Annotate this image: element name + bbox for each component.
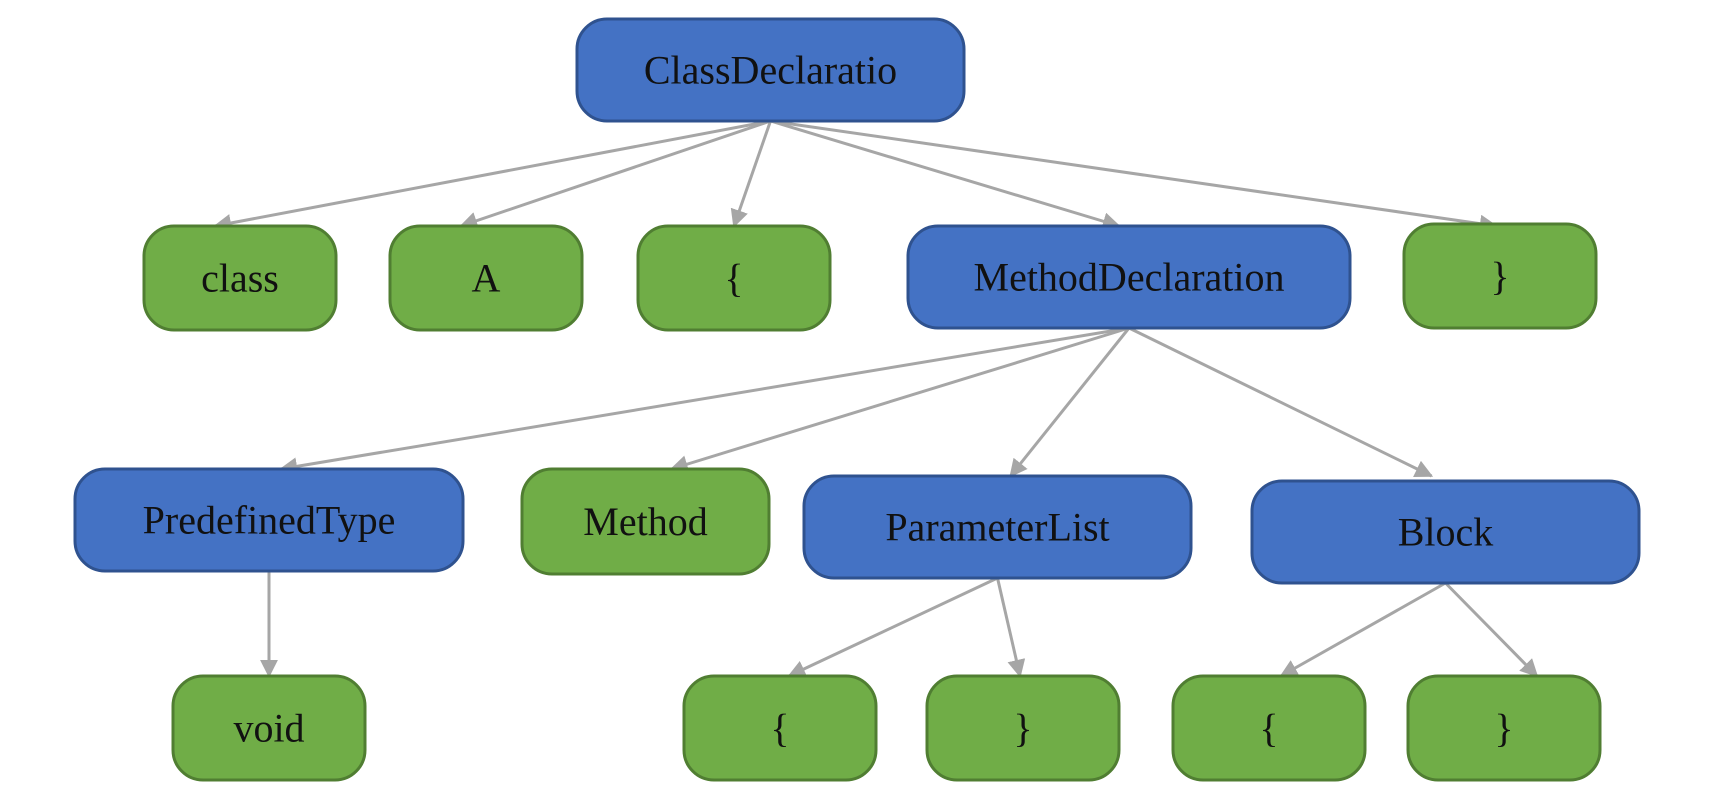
node-block: Block: [1250, 479, 1641, 585]
node-label-identifier-a: A: [472, 256, 501, 301]
node-label-param-close-brace: }: [1013, 706, 1032, 751]
edge-method_declaration-to-parameter_list: [1009, 327, 1131, 478]
node-box-param-open-brace: [682, 674, 878, 782]
node-box-method-declaration: [906, 224, 1352, 330]
edge-parameter_list-to-param_open_brace: [787, 576, 999, 678]
edge-block-to-block_open_brace: [1279, 581, 1447, 678]
edge-parameter_list-to-param_close_brace: [996, 577, 1026, 678]
node-box-void-keyword: [171, 674, 367, 782]
node-label-block: Block: [1398, 510, 1494, 555]
node-label-void-keyword: void: [233, 706, 304, 751]
node-param-open-brace: {: [682, 674, 878, 782]
node-label-parameter-list: ParameterList: [885, 505, 1109, 550]
node-label-block-open-brace: {: [1259, 706, 1278, 751]
node-label-method-declaration: MethodDeclaration: [974, 255, 1285, 300]
node-box-parameter-list: [802, 474, 1193, 580]
node-label-block-close-brace: }: [1494, 706, 1513, 751]
node-layer: ClassDeclaratio class A { MethodDeclaration}…: [73, 17, 1641, 782]
node-class-keyword: class: [142, 224, 338, 332]
node-identifier-a: A: [388, 224, 584, 332]
edge-method_declaration-to-predefined_type: [279, 326, 1130, 476]
edge-layer: [213, 119, 1539, 678]
edge-method_declaration-to-method_identifier: [669, 326, 1130, 473]
edge-block-to-block_close_brace: [1444, 581, 1539, 678]
edge-class_declaration-to-method_declaration: [770, 119, 1121, 230]
node-box-method-identifier: [520, 467, 771, 576]
node-block-open-brace: {: [1171, 674, 1367, 782]
node-void-keyword: void: [171, 674, 367, 782]
node-class-open-brace: {: [636, 224, 832, 332]
node-method-identifier: Method: [520, 467, 771, 576]
node-label-class-open-brace: {: [724, 256, 743, 301]
node-box-class-declaration: [575, 17, 966, 123]
node-box-block-open-brace: [1171, 674, 1367, 782]
node-predefined-type: PredefinedType: [73, 467, 465, 573]
edge-method_declaration-to-block: [1128, 326, 1434, 478]
node-label-method-identifier: Method: [583, 499, 707, 544]
node-box-class-keyword: [142, 224, 338, 332]
edge-class_declaration-to-class_close_brace: [770, 119, 1498, 233]
node-box-class-open-brace: [636, 224, 832, 332]
node-class-close-brace: }: [1402, 222, 1598, 330]
node-label-class-keyword: class: [201, 256, 279, 301]
node-label-param-open-brace: {: [770, 706, 789, 751]
node-parameter-list: ParameterList: [802, 474, 1193, 580]
node-label-class-close-brace: }: [1490, 254, 1509, 299]
node-box-param-close-brace: [925, 674, 1121, 782]
node-box-identifier-a: [388, 224, 584, 332]
node-box-class-close-brace: [1402, 222, 1598, 330]
node-box-predefined-type: [73, 467, 465, 573]
node-method-declaration: MethodDeclaration: [906, 224, 1352, 330]
node-label-class-declaration: ClassDeclaratio: [644, 48, 897, 93]
node-box-block-close-brace: [1406, 674, 1602, 782]
edge-class_declaration-to-class_open_brace: [730, 120, 772, 228]
node-label-predefined-type: PredefinedType: [143, 498, 396, 543]
node-class-declaration: ClassDeclaratio: [575, 17, 966, 123]
node-param-close-brace: }: [925, 674, 1121, 782]
node-block-close-brace: }: [1406, 674, 1602, 782]
edge-class_declaration-to-class_keyword: [213, 119, 771, 232]
node-box-block: [1250, 479, 1641, 585]
edge-class_declaration-to-identifier_a: [459, 119, 771, 230]
